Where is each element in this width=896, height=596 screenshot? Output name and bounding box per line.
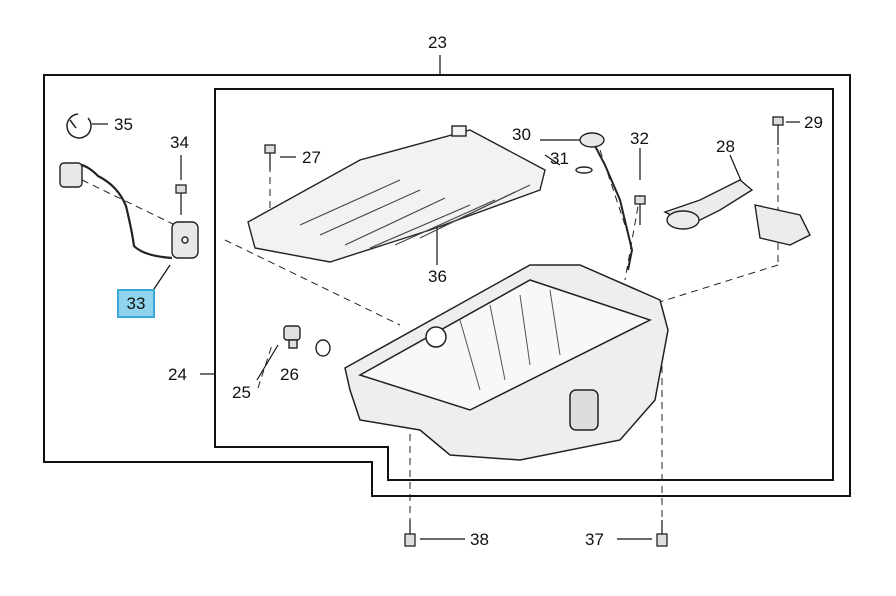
callout-36: 36 [428, 267, 447, 286]
callout-32: 32 [630, 129, 649, 148]
clip-part [66, 113, 92, 139]
oil-pan [344, 264, 669, 461]
callout-37: 37 [585, 530, 604, 549]
bolt-32 [634, 195, 646, 225]
bolt-29 [772, 116, 784, 145]
bolt-38 [404, 520, 416, 547]
dipstick-cap [575, 132, 634, 271]
leader-lines [92, 55, 800, 540]
callout-23: 23 [428, 33, 447, 52]
bolt-34 [175, 184, 187, 215]
outer-frame [43, 74, 851, 497]
callout-28: 28 [716, 137, 735, 156]
callout-31: 31 [550, 149, 569, 168]
callout-27: 27 [302, 148, 321, 167]
oil-pickup-tube [663, 179, 811, 246]
callout-25: 25 [232, 383, 251, 402]
callout-33[interactable]: 33 [126, 294, 146, 313]
oil-level-sensor [59, 162, 199, 260]
callout-34: 34 [170, 133, 189, 152]
bolt-37 [656, 520, 668, 547]
callout-26: 26 [280, 365, 299, 384]
callout-33-highlight[interactable] [117, 289, 155, 318]
callout-29: 29 [804, 113, 823, 132]
inner-frame [214, 88, 834, 481]
drain-plug [283, 325, 331, 357]
callout-24: 24 [168, 365, 187, 384]
callout-38: 38 [470, 530, 489, 549]
callout-30: 30 [512, 125, 531, 144]
callout-35: 35 [114, 115, 133, 134]
windage-tray [247, 125, 546, 263]
bolt-27 [264, 144, 276, 170]
